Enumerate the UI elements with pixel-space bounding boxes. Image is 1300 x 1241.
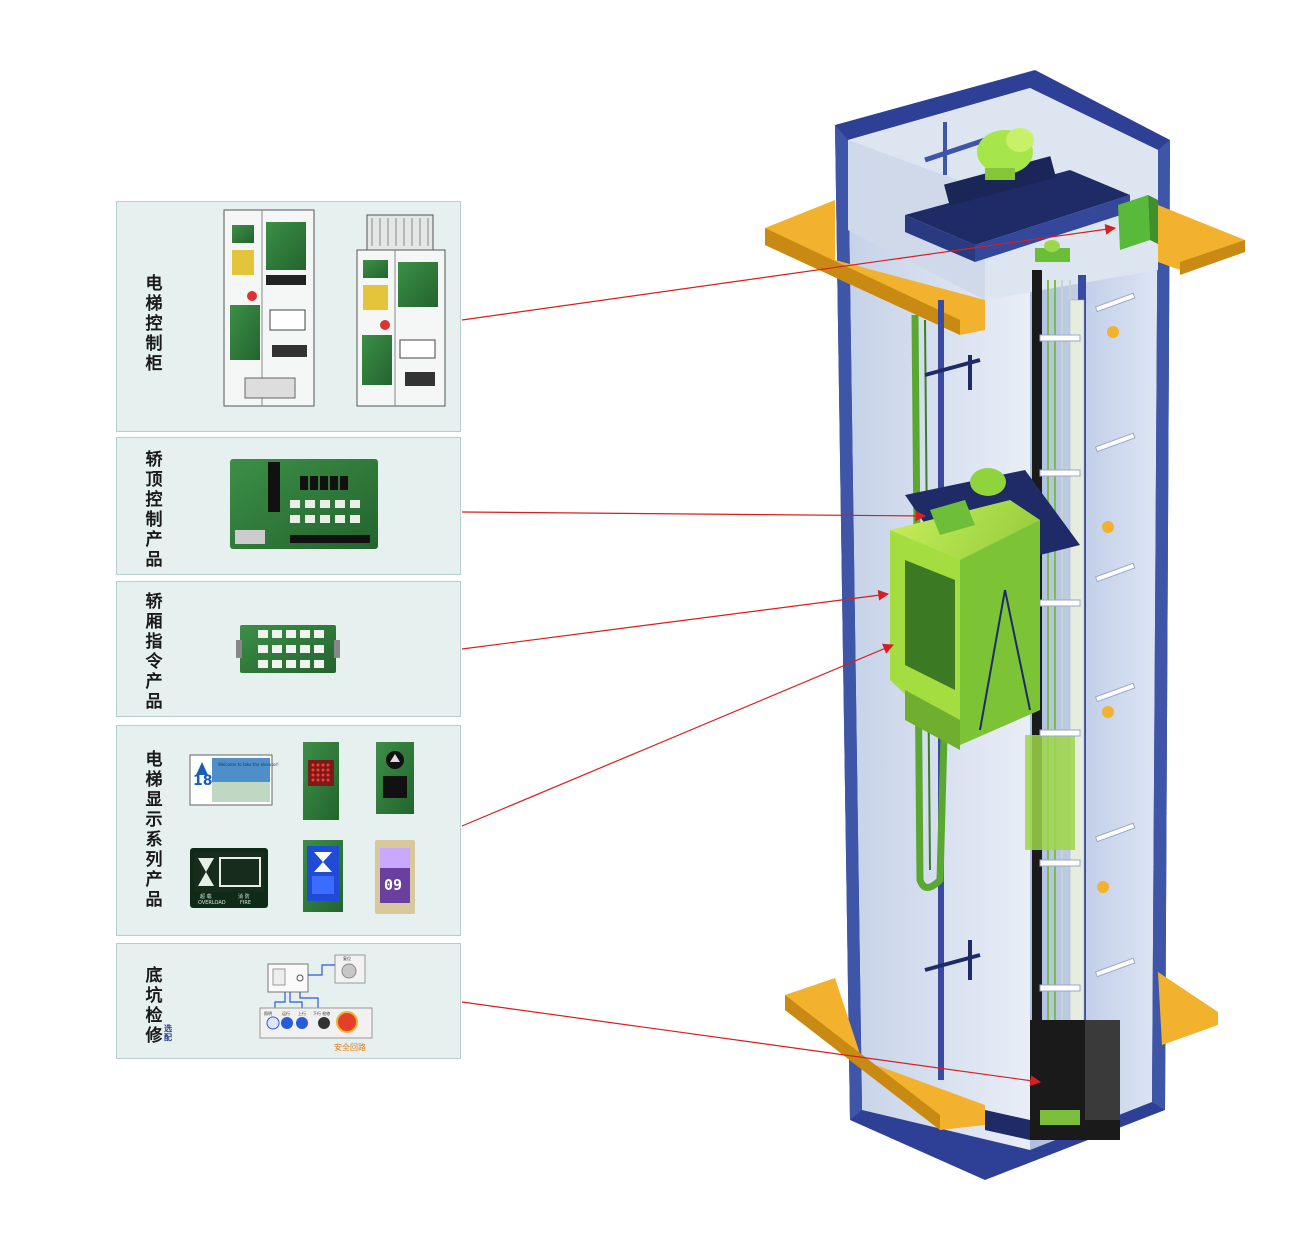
top-floor-slab <box>765 200 1245 335</box>
elevator-car <box>890 468 1080 750</box>
connector-lines <box>461 224 1117 1087</box>
panel-label-car-command: 轿厢指令产品 <box>145 592 163 712</box>
pit-switch-label-4: 下行 检修 <box>313 1010 330 1016</box>
display-caption: Welcome to take the elevator! <box>218 762 279 767</box>
arrow-to-pit <box>461 1001 1042 1087</box>
traction-machine <box>905 128 1158 262</box>
panel-pit: 底坑检修 选配 <box>116 943 461 1059</box>
lcd-word-overload: OVERLOAD <box>198 900 226 906</box>
arrow-to-car-command <box>461 589 890 650</box>
lcd-word-right: 消 防 <box>238 893 250 900</box>
lcd-word-left: 超 载 <box>200 893 212 900</box>
display-floor-number: 18 <box>193 773 212 789</box>
panel-label-display: 电梯显示系列产品 <box>145 750 163 910</box>
pit <box>985 1020 1120 1140</box>
display-tft-screen <box>375 840 415 914</box>
display-lcd-panel <box>190 848 268 908</box>
display-segment-board <box>376 742 414 814</box>
pit-safety-label: 安全回路 <box>334 1042 366 1052</box>
car-command-board <box>236 625 340 673</box>
arrow-to-car-top <box>461 510 927 522</box>
display-screen-1 <box>189 754 273 806</box>
control-cabinet-right <box>356 214 446 407</box>
panel-label-car-top: 轿顶控制产品 <box>145 450 163 570</box>
arrow-to-control-box <box>461 224 1117 321</box>
display-blue-lcd <box>303 840 343 912</box>
arrow-to-car-display <box>461 643 894 827</box>
pit-reset-label: 复位 <box>343 955 351 961</box>
pit-inspection-module <box>259 954 373 1039</box>
panel-label-control-cabinet: 电梯控制柜 <box>145 274 163 374</box>
pit-switch-label-2: 运行 <box>282 1010 290 1016</box>
display-dotmatrix-board <box>303 742 339 820</box>
pit-switch-label-1: 照明 <box>264 1011 272 1016</box>
pit-switch-label-3: 上行 <box>298 1010 306 1016</box>
car-top-board <box>230 459 378 549</box>
panel-label-pit: 底坑检修 <box>145 966 163 1046</box>
bottom-floor-slab <box>785 972 1218 1130</box>
control-cabinet-left <box>223 209 315 407</box>
tft-floor: 09 <box>384 876 402 894</box>
panel-tag-optional: 选配 <box>164 1024 172 1042</box>
lcd-word-fire: FIRE <box>240 900 251 906</box>
